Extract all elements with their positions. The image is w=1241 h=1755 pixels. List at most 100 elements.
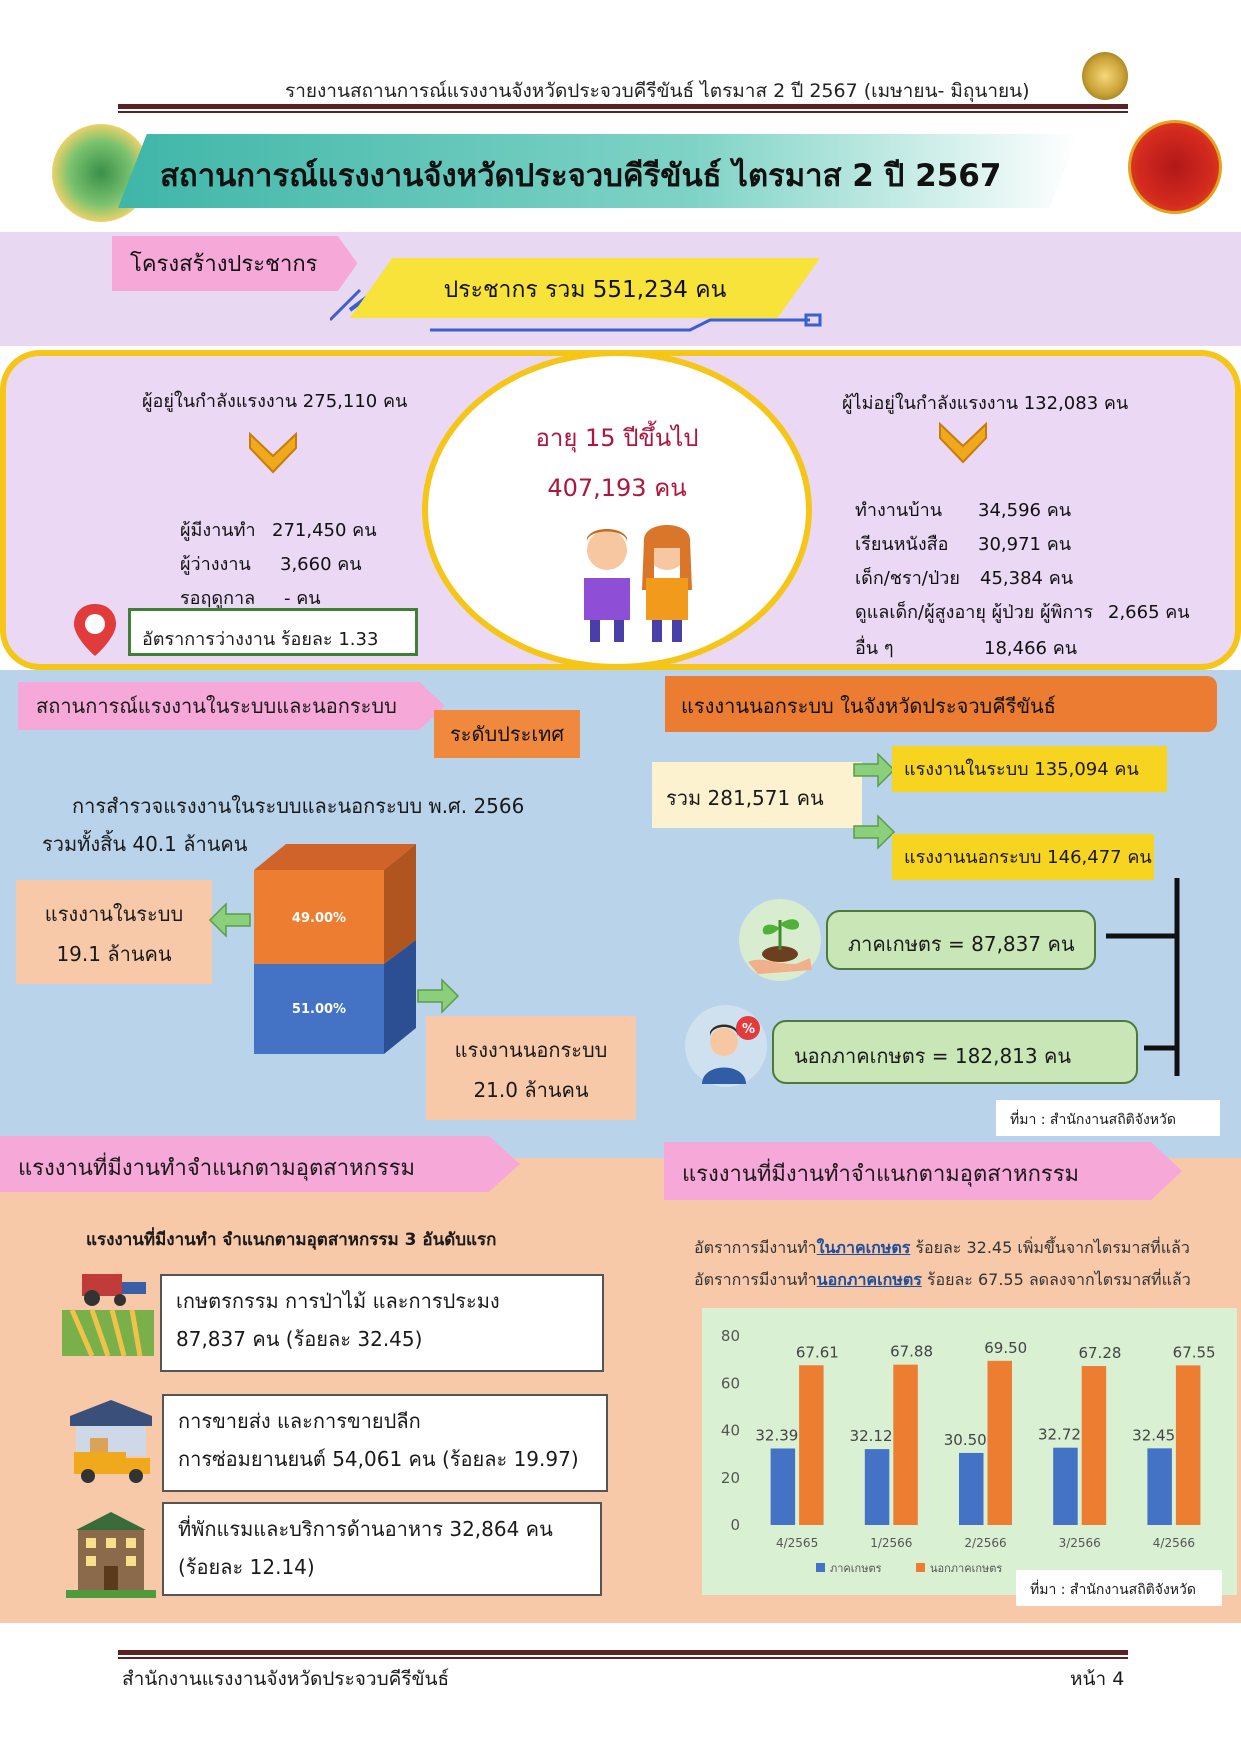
employed-label: ผู้มีงานทำ — [180, 520, 256, 541]
formal-label: แรงงานในระบบ — [44, 902, 184, 926]
not-in-labor-value-2: 30,971 คน — [978, 534, 1072, 555]
industry-right-tag: แรงงานที่มีงานทำจำแนกตามอุตสาหกรรม — [664, 1142, 1182, 1200]
y-tick-label: 0 — [730, 1516, 740, 1534]
arrow-up-right-icon — [853, 752, 896, 788]
bar-non-agri — [799, 1365, 824, 1525]
bar-non-agri — [893, 1364, 918, 1525]
not-in-labor-value-1: 34,596 คน — [978, 500, 1072, 521]
svg-text:%: % — [742, 1022, 755, 1037]
industry-item-1-line2: 87,837 คน (ร้อยละ 32.45) — [176, 1327, 423, 1351]
provincial-informal: แรงงานนอกระบบ 146,477 คน — [892, 834, 1154, 880]
chevron-down-icon — [249, 431, 297, 474]
report-title: รายงานสถานการณ์แรงงานจังหวัดประจวบคีรีขั… — [285, 80, 1030, 102]
x-tick-label: 3/2566 — [1059, 1536, 1101, 1550]
population-total: ประชากร รวม 551,234 คน — [443, 277, 727, 303]
formal-value: 19.1 ล้านคน — [56, 942, 172, 966]
hotel-icon — [66, 1512, 156, 1598]
national-survey-line1: การสำรวจแรงงานในระบบและนอกระบบ พ.ศ. 2566 — [72, 794, 525, 818]
not-in-labor-force: ผู้ไม่อยู่ในกำลังแรงงาน 132,083 คน — [842, 393, 1129, 414]
not-in-labor-label-4: ดูแลเด็ก/ผู้สูงอายุ ผู้ป่วย ผู้พิการ — [855, 602, 1094, 623]
plant-hand-icon — [739, 899, 821, 981]
header-rule — [118, 104, 1128, 109]
chart-source: ที่มา : สำนักงานสถิติจังหวัด — [1016, 1570, 1222, 1606]
national-top-pct: 49.00% — [291, 911, 347, 926]
x-tick-label: 4/2565 — [776, 1536, 818, 1550]
national-stacked-bar — [254, 844, 416, 1054]
truck-warehouse-icon — [70, 1400, 152, 1483]
rate-line-2-c: ร้อยละ 67.55 ลดลงจากไตรมาสที่แล้ว — [921, 1270, 1191, 1289]
formal-box — [16, 880, 212, 984]
not-in-labor-value-3: 45,384 คน — [980, 568, 1074, 589]
header-rule-thin — [118, 111, 1128, 113]
age-value: 407,193 คน — [547, 474, 687, 502]
data-label: 67.61 — [796, 1343, 839, 1361]
age-circle — [422, 350, 812, 670]
legend-label: นอกภาคเกษตร — [930, 1562, 1002, 1575]
non-agri-box: นอกภาคเกษตร = 182,813 คน — [772, 1020, 1138, 1084]
not-in-labor-value-5: 18,466 คน — [984, 638, 1078, 659]
provincial-formal: แรงงานในระบบ 135,094 คน — [892, 746, 1167, 792]
data-label: 32.39 — [755, 1426, 798, 1444]
header-emblem-small — [1082, 52, 1128, 100]
population-tag: โครงสร้างประชากร — [112, 236, 358, 291]
y-tick-label: 20 — [721, 1469, 740, 1487]
bar-agri — [959, 1452, 984, 1525]
title-band — [118, 134, 1078, 208]
x-tick-label: 2/2566 — [964, 1536, 1006, 1550]
unemployment-rate-box — [128, 608, 418, 656]
arrow-right-icon — [417, 978, 460, 1014]
industry-item-2-line2: การซ่อมยานยนต์ 54,061 คน (ร้อยละ 19.97) — [178, 1447, 579, 1471]
not-in-labor-label-2: เรียนหนังสือ — [855, 534, 949, 555]
bar-agri — [770, 1448, 796, 1525]
national-level-tag: ระดับประเทศ — [434, 710, 581, 758]
unemployed-label: ผู้ว่างงาน — [180, 554, 251, 575]
not-in-labor-value-4: 2,665 คน — [1108, 602, 1190, 623]
informal-label: แรงงานนอกระบบ — [454, 1038, 608, 1062]
chevron-down-icon — [939, 421, 987, 464]
x-tick-label: 1/2566 — [870, 1536, 912, 1550]
data-label: 32.72 — [1038, 1426, 1081, 1444]
main-title: สถานการณ์แรงงานจังหวัดประจวบคีรีขันธ์ ไต… — [160, 158, 1002, 194]
footer-office: สำนักงานแรงงานจังหวัดประจวบคีรีขันธ์ — [122, 1668, 450, 1690]
rate-line-1-b: ในภาคเกษตร — [816, 1238, 911, 1257]
footer-rule — [118, 1650, 1128, 1655]
data-label: 69.50 — [984, 1339, 1027, 1357]
national-tag: สถานการณ์แรงงานในระบบและนอกระบบ — [18, 682, 445, 730]
branch-lines — [1106, 878, 1180, 1076]
bar-agri — [1053, 1447, 1078, 1525]
footer-rule-thin — [118, 1657, 1128, 1659]
legend-label: ภาคเกษตร — [830, 1562, 882, 1575]
bar-non-agri — [987, 1360, 1012, 1525]
provincial-tag: แรงงานนอกระบบ ในจังหวัดประจวบคีรีขันธ์ — [665, 676, 1217, 732]
y-tick-label: 40 — [721, 1422, 740, 1440]
rate-line-1-c: ร้อยละ 32.45 เพิ่มขึ้นจากไตรมาสที่แล้ว — [910, 1238, 1190, 1257]
rate-line-2: อัตราการมีงานทำนอกภาคเกษตร ร้อยละ 67.55 … — [694, 1268, 1191, 1293]
bar-agri — [1147, 1448, 1172, 1525]
employed-value: 271,450 คน — [272, 520, 377, 541]
in-labor-force: ผู้อยู่ในกำลังแรงงาน 275,110 คน — [142, 391, 408, 412]
data-label: 67.55 — [1173, 1343, 1216, 1361]
agri-box: ภาคเกษตร = 87,837 คน — [826, 910, 1096, 970]
legend-swatch — [816, 1563, 825, 1572]
not-in-labor-label-3: เด็ก/ชรา/ป่วย — [855, 568, 960, 589]
employment-rate-chart: 02040608032.3967.614/256532.1267.881/256… — [721, 1327, 1216, 1575]
industry-item-3: ที่พักแรมและบริการด้านอาหาร 32,864 คน (ร… — [162, 1502, 602, 1596]
unemployment-rate: อัตราการว่างงาน ร้อยละ 1.33 — [142, 629, 379, 650]
x-tick-label: 4/2566 — [1153, 1536, 1195, 1550]
rate-line-2-b: นอกภาคเกษตร — [816, 1270, 922, 1289]
data-label: 32.45 — [1132, 1426, 1175, 1444]
arrow-left-icon — [208, 902, 251, 938]
rate-line-2-a: อัตราการมีงานทำ — [694, 1270, 817, 1289]
bar-non-agri — [1081, 1366, 1107, 1525]
industry-item-3-line2: (ร้อยละ 12.14) — [178, 1555, 315, 1579]
tractor-farm-icon — [62, 1274, 154, 1356]
national-survey-line2: รวมทั้งสิ้น 40.1 ล้านคน — [42, 832, 248, 856]
location-pin-icon — [74, 604, 116, 656]
data-label: 32.12 — [850, 1427, 893, 1445]
rate-line-1-a: อัตราการมีงานทำ — [694, 1238, 817, 1257]
industry-item-3-line1: ที่พักแรมและบริการด้านอาหาร 32,864 คน — [178, 1517, 553, 1541]
data-label: 30.50 — [944, 1431, 987, 1449]
not-in-labor-label-1: ทำงานบ้าน — [855, 500, 943, 521]
industry-left-tag: แรงงานที่มีงานทำจำแนกตามอุตสาหกรรม — [0, 1136, 520, 1192]
industry-item-2: การขายส่ง และการขายปลีก การซ่อมยานยนต์ 5… — [162, 1394, 608, 1492]
